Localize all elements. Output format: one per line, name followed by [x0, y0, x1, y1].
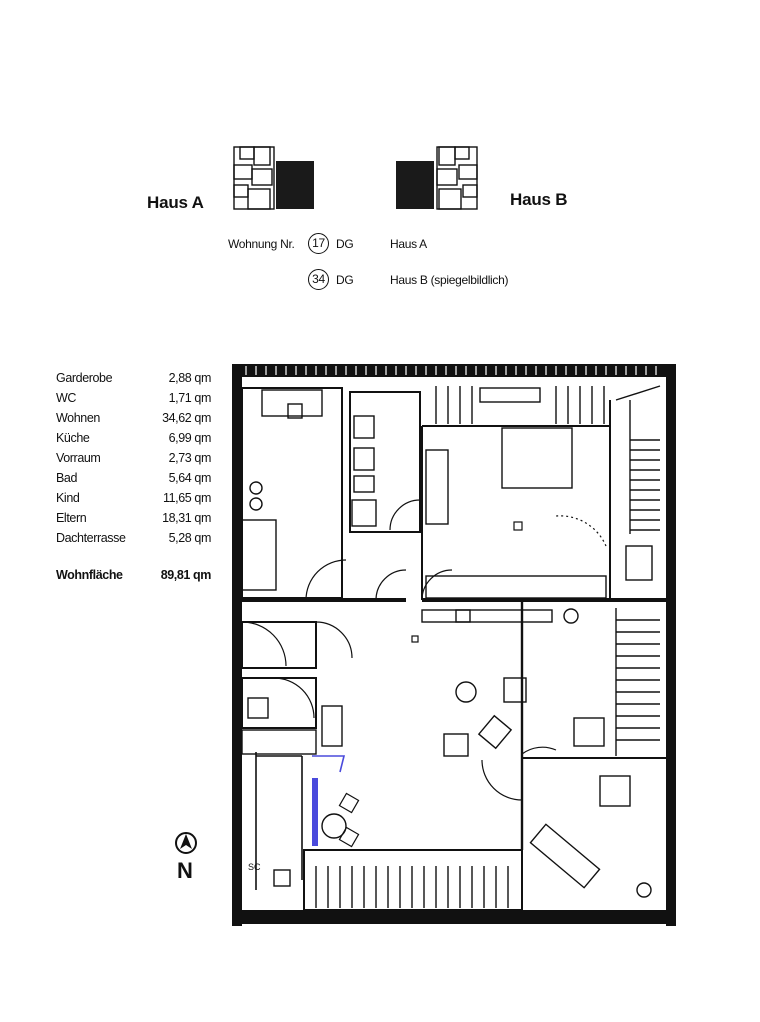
stair-treads — [315, 385, 661, 908]
room-name: Wohnen — [56, 411, 100, 425]
room-name: Küche — [56, 431, 90, 445]
room-row: Garderobe 2,88 qm — [56, 368, 211, 388]
room-name: Bad — [56, 471, 78, 485]
total-area-label: Wohnfläche — [56, 568, 123, 582]
room-name: Vorraum — [56, 451, 101, 465]
room-row: Küche 6,99 qm — [56, 428, 211, 448]
apartment-key-row-1: Wohnung Nr. 17 DG Haus A — [228, 233, 427, 254]
room-name: Dachterrasse — [56, 531, 126, 545]
room-area: 5,28 qm — [168, 531, 212, 545]
room-name: WC — [56, 391, 77, 405]
room-area: 11,65 qm — [163, 491, 211, 505]
haus-a-label: Haus A — [147, 193, 204, 212]
roof-hatching — [245, 366, 657, 375]
highlighted-door — [312, 755, 346, 846]
apartment-prefix: Wohnung Nr. — [228, 236, 295, 251]
apartment-floor: DG — [336, 236, 354, 251]
room-area: 18,31 qm — [162, 511, 211, 525]
total-area-row: Wohnfläche 89,81 qm — [56, 565, 211, 585]
haus-a-key-plan — [233, 146, 314, 210]
room-row: Wohnen 34,62 qm — [56, 408, 211, 428]
room-row: Vorraum 2,73 qm — [56, 448, 211, 468]
apartment-description: Haus B (spiegelbildlich) — [390, 272, 509, 287]
room-name: Eltern — [56, 511, 87, 525]
room-area: 2,88 qm — [168, 371, 212, 385]
north-label: N — [177, 858, 193, 883]
haus-b-key-plan — [396, 146, 478, 210]
room-row: Eltern 18,31 qm — [56, 508, 211, 528]
room-name: Garderobe — [56, 371, 113, 385]
interior-walls — [241, 387, 666, 911]
room-area: 34,62 qm — [162, 411, 211, 425]
room-area: 2,73 qm — [168, 451, 212, 465]
room-area: 5,64 qm — [168, 471, 212, 485]
floor-plan: SC — [232, 364, 676, 926]
room-area: 6,99 qm — [168, 431, 212, 445]
room-name: Kind — [56, 491, 80, 505]
apartment-description: Haus A — [390, 236, 427, 251]
plan-mark-sc: SC — [248, 862, 261, 872]
room-area: 1,71 qm — [168, 391, 212, 405]
total-area-value: 89,81 qm — [160, 568, 212, 582]
room-row: Bad 5,64 qm — [56, 468, 211, 488]
north-arrow-icon — [175, 832, 197, 854]
haus-b-label: Haus B — [510, 190, 568, 209]
room-row: Dachterrasse 5,28 qm — [56, 528, 211, 548]
room-area-table: Garderobe 2,88 qm WC 1,71 qm Wohnen 34,62 q… — [56, 368, 211, 585]
room-row: WC 1,71 qm — [56, 388, 211, 408]
room-row: Kind 11,65 qm — [56, 488, 211, 508]
exterior-walls — [232, 364, 676, 926]
apartment-number-badge: 34 — [308, 269, 329, 290]
apartment-key-row-2: 34 DG Haus B (spiegelbildlich) — [228, 269, 509, 290]
apartment-number-badge: 17 — [308, 233, 329, 254]
apartment-floor: DG — [336, 272, 354, 287]
